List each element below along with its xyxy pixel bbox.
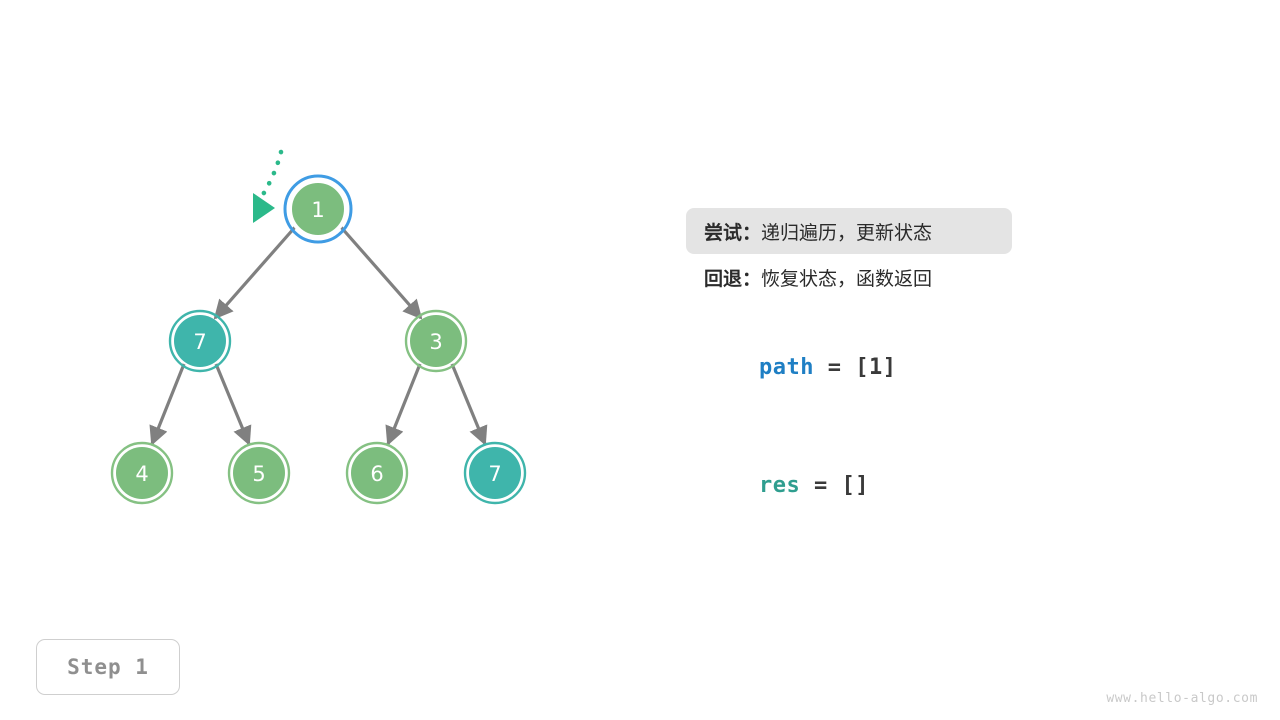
tree-node-6[interactable]: 6 (345, 441, 409, 505)
node-ring (345, 441, 409, 505)
binary-tree-svg: 1 7 3 4 5 (110, 149, 527, 505)
node-value: 6 (370, 462, 383, 486)
node-ring (404, 309, 468, 373)
description-row-try: 尝试： 递归遍历，更新状态 (686, 208, 1012, 254)
res-variable-name: res (758, 473, 801, 498)
tree-node-3[interactable]: 3 (404, 309, 468, 373)
tree-node-1[interactable]: 1 (283, 174, 353, 244)
res-variable-value: = [] (800, 473, 869, 498)
node-value: 5 (252, 462, 265, 486)
edge-1-to-3 (338, 224, 423, 320)
edge-7-to-5 (214, 363, 252, 446)
edge-3-to-6 (385, 363, 422, 446)
node-ring (288, 179, 348, 239)
tree-node-7-leaf[interactable]: 7 (463, 441, 527, 505)
pointer-dotted-path (258, 149, 284, 201)
tree-node-7-left[interactable]: 7 (168, 309, 232, 373)
recursion-pointer (253, 149, 284, 223)
node-body (233, 447, 285, 499)
node-value: 4 (135, 462, 148, 486)
node-highlight-ring (283, 174, 353, 244)
path-variable-value: = [1] (813, 355, 897, 380)
node-body (351, 447, 403, 499)
code-line-res: res = [] (704, 448, 869, 523)
node-value: 3 (429, 330, 442, 354)
node-body (174, 315, 226, 367)
edge-3-to-7 (450, 363, 488, 446)
tree-edges (149, 224, 488, 446)
node-body (469, 447, 521, 499)
code-line-path: path = [1] (704, 330, 896, 405)
node-value: 7 (488, 462, 501, 486)
step-badge-label: Step 1 (67, 655, 149, 679)
step-badge: Step 1 (36, 639, 180, 695)
try-label: 尝试： (704, 221, 762, 244)
tree-node-4[interactable]: 4 (110, 441, 174, 505)
try-text: 递归遍历，更新状态 (761, 221, 933, 244)
watermark: www.hello-algo.com (1106, 691, 1258, 706)
description-row-backtrack: 回退： 恢复状态，函数返回 (686, 254, 1012, 300)
node-ring (463, 441, 527, 505)
info-panel: 尝试： 递归遍历，更新状态 回退： 恢复状态，函数返回 path = [1] r… (686, 208, 1246, 498)
edge-7-to-4 (149, 363, 186, 446)
node-value: 1 (311, 198, 324, 222)
tree-diagram-canvas: 1 7 3 4 5 (0, 0, 620, 720)
pointer-arrowhead-icon (253, 193, 275, 223)
node-body (410, 315, 462, 367)
tree-node-5[interactable]: 5 (227, 441, 291, 505)
backtrack-text: 恢复状态，函数返回 (761, 267, 933, 290)
node-ring (168, 309, 232, 373)
node-ring (110, 441, 174, 505)
tree-nodes: 1 7 3 4 5 (110, 174, 527, 505)
node-ring (227, 441, 291, 505)
node-body (116, 447, 168, 499)
backtrack-label: 回退： (704, 267, 762, 290)
path-variable-name: path (758, 355, 814, 380)
node-value: 7 (193, 330, 206, 354)
edge-1-to-7 (213, 224, 298, 320)
